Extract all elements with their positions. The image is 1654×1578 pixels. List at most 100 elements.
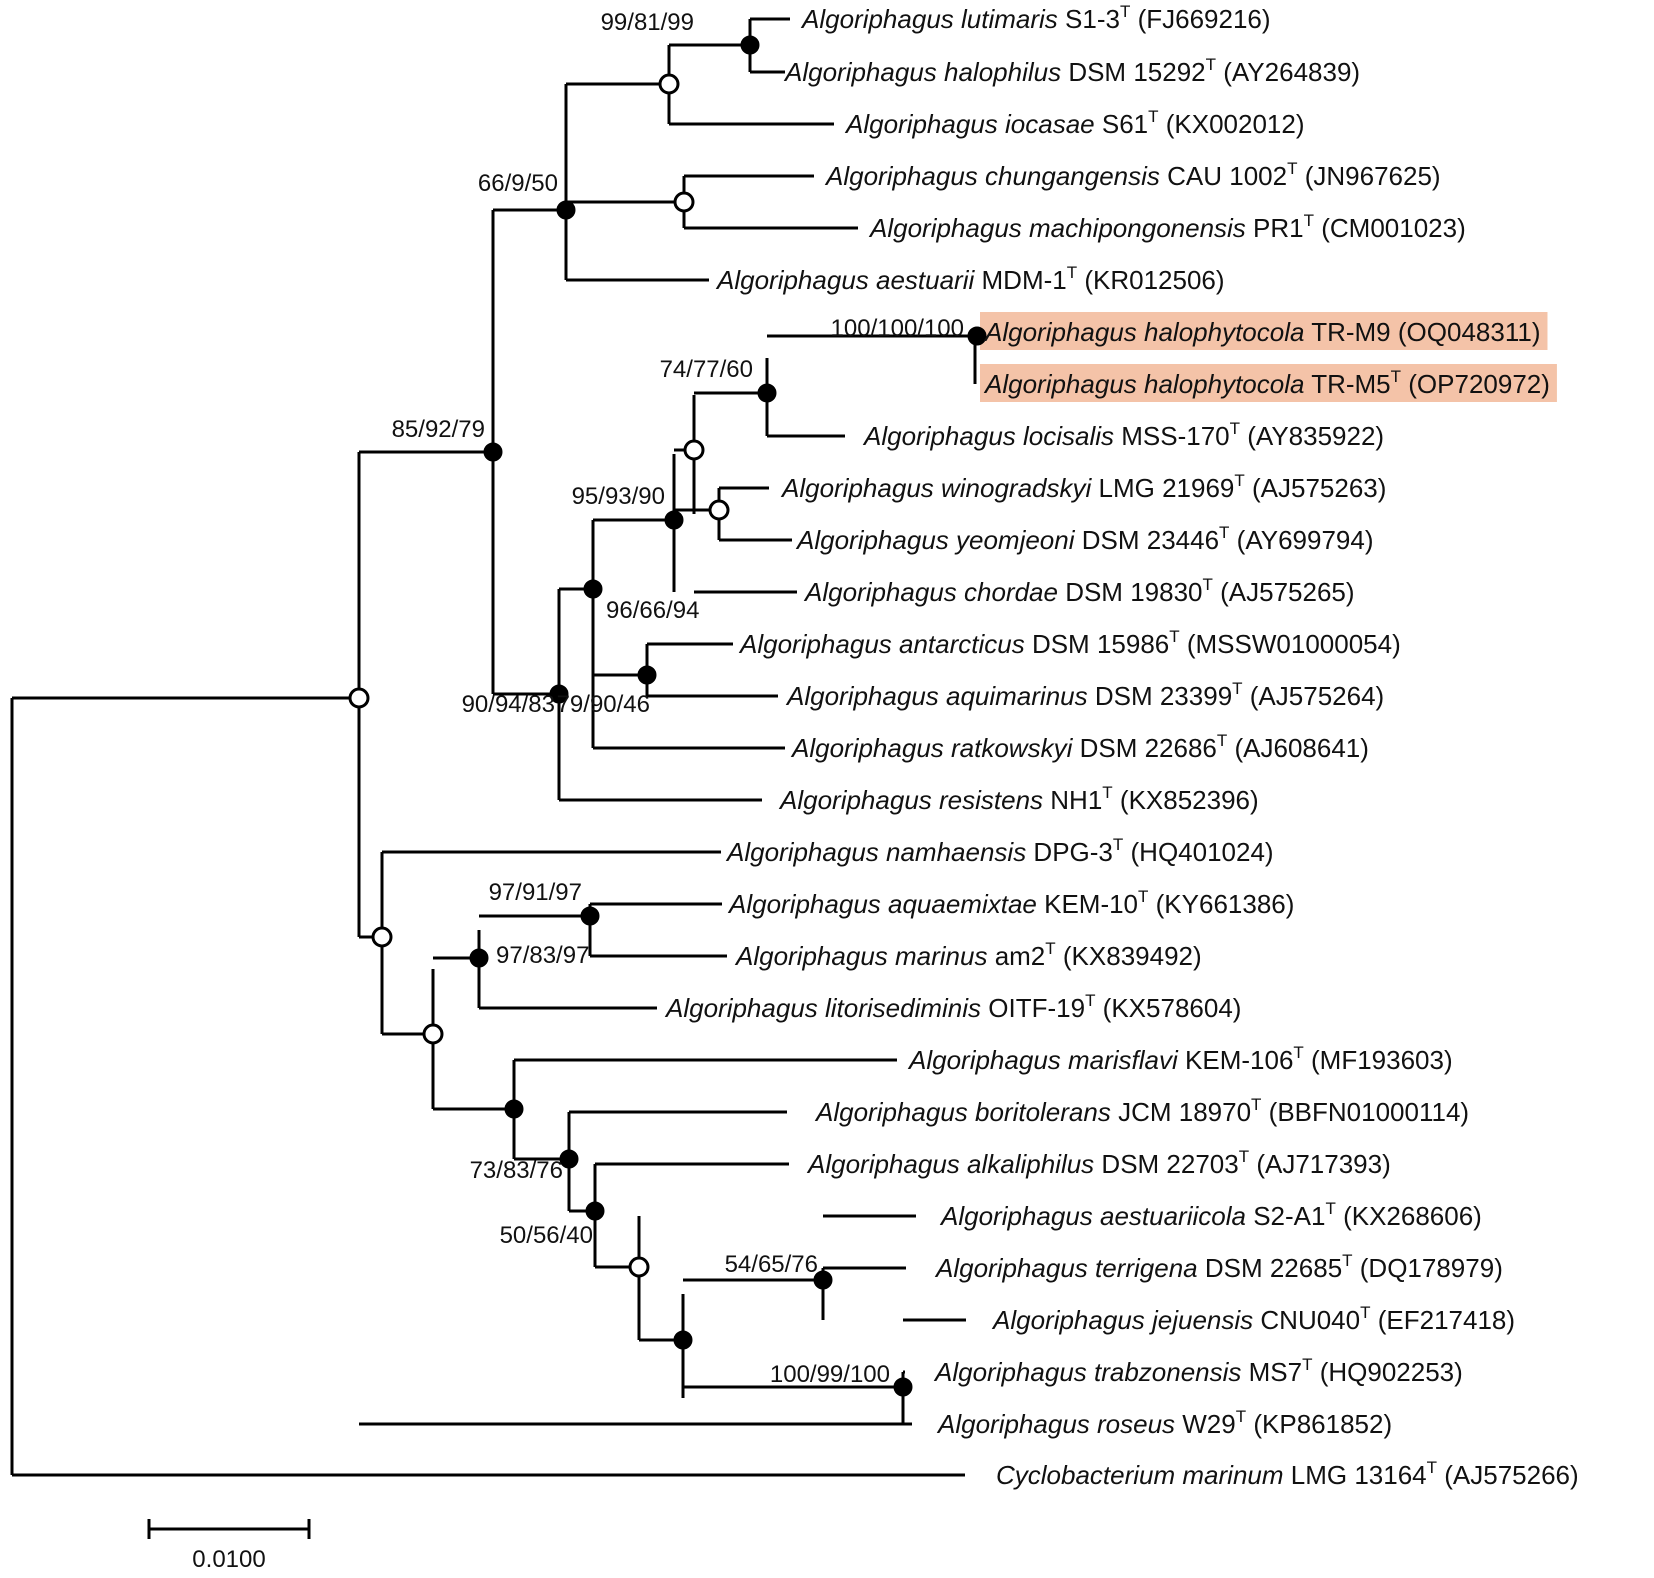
type-strain-mark: T (1304, 211, 1314, 230)
taxon-accession: (KX839492) (1056, 941, 1202, 971)
taxon-label: Algoriphagus winogradskyi LMG 21969T (AJ… (780, 471, 1386, 503)
type-strain-mark: T (1251, 1095, 1261, 1114)
taxon-binomial: Algoriphagus machipongonensis (868, 213, 1246, 243)
taxon-strain: TR-M5 (1304, 369, 1390, 399)
type-strain-mark: T (1287, 159, 1297, 178)
support-value: 54/65/76 (725, 1251, 818, 1278)
taxon-strain: S1-3 (1058, 4, 1120, 34)
taxon-strain: am2 (987, 941, 1045, 971)
type-strain-mark: T (1391, 367, 1401, 386)
type-strain-mark: T (1325, 1199, 1335, 1218)
taxon-binomial: Algoriphagus halophytocola (983, 317, 1304, 347)
taxon-label: Algoriphagus halophytocola TR-M9 (OQ0483… (983, 317, 1540, 347)
taxon-accession: (HQ401024) (1123, 837, 1273, 867)
taxon-accession: (KX852396) (1113, 785, 1259, 815)
highlight-layer (980, 312, 1557, 402)
node-open-marker (348, 687, 370, 709)
support-value: 50/56/40 (500, 1222, 593, 1249)
type-strain-mark: T (1206, 55, 1216, 74)
taxon-label: Algoriphagus yeomjeoni DSM 23446T (AY699… (795, 523, 1374, 555)
node-filled-marker (664, 510, 684, 530)
taxon-binomial: Cyclobacterium marinum (996, 1460, 1284, 1490)
support-value: 99/81/99 (601, 9, 694, 36)
taxon-binomial: Algoriphagus iocasae (844, 109, 1095, 139)
taxon-binomial: Algoriphagus namhaensis (725, 837, 1026, 867)
node-filled-marker (483, 442, 503, 462)
taxon-label: Algoriphagus chordae DSM 19830T (AJ57526… (803, 575, 1355, 607)
node-filled-marker (740, 35, 760, 55)
taxon-strain: LMG 13164 (1284, 1460, 1427, 1490)
support-value: 100/100/100 (831, 315, 964, 342)
taxon-strain: S61 (1095, 109, 1149, 139)
scale-bar: 0.0100 (147, 1519, 311, 1573)
taxon-accession: (MSSW01000054) (1180, 629, 1401, 659)
taxon-accession: (JN967625) (1298, 161, 1441, 191)
taxon-accession: (KX578604) (1095, 993, 1241, 1023)
taxon-binomial: Algoriphagus locisalis (862, 421, 1114, 451)
taxon-strain: DSM 23446 (1075, 525, 1220, 555)
leaf-label-layer: Algoriphagus lutimaris S1-3T (FJ669216)A… (664, 2, 1579, 1490)
taxon-strain: DPG-3 (1026, 837, 1113, 867)
node-filled-marker (585, 1201, 605, 1221)
taxon-strain: DSM 22703 (1094, 1149, 1239, 1179)
node-filled-marker (893, 1377, 913, 1397)
taxon-label: Algoriphagus lutimaris S1-3T (FJ669216) (800, 2, 1271, 34)
taxon-accession: (MF193603) (1304, 1045, 1453, 1075)
type-strain-mark: T (1120, 2, 1130, 21)
node-open-marker (371, 926, 393, 948)
taxon-label: Algoriphagus aquimarinus DSM 23399T (AJ5… (785, 679, 1384, 711)
taxon-label: Algoriphagus namhaensis DPG-3T (HQ401024… (725, 835, 1274, 867)
taxon-label: Algoriphagus jejuensis CNU040T (EF217418… (991, 1303, 1515, 1335)
taxon-binomial: Algoriphagus alkaliphilus (806, 1149, 1094, 1179)
taxon-accession: (DQ178979) (1353, 1253, 1503, 1283)
taxon-label: Algoriphagus iocasae S61T (KX002012) (844, 107, 1305, 139)
taxon-accession: (AY835922) (1240, 421, 1384, 451)
taxon-label: Algoriphagus aquaemixtae KEM-10T (KY6613… (727, 887, 1294, 919)
taxon-binomial: Algoriphagus roseus (936, 1409, 1175, 1439)
taxon-binomial: Algoriphagus yeomjeoni (795, 525, 1076, 555)
taxon-binomial: Algoriphagus terrigena (934, 1253, 1198, 1283)
taxon-accession: (FJ669216) (1130, 4, 1270, 34)
taxon-binomial: Algoriphagus chungangensis (824, 161, 1160, 191)
taxon-binomial: Algoriphagus aestuariicola (939, 1201, 1246, 1231)
taxon-label: Algoriphagus boritolerans JCM 18970T (BB… (814, 1095, 1469, 1127)
support-value: 100/99/100 (770, 1361, 890, 1388)
node-open-marker (683, 439, 705, 461)
taxon-binomial: Algoriphagus ratkowskyi (790, 733, 1074, 763)
support-value: 95/93/90 (572, 483, 665, 510)
taxon-binomial: Algoriphagus halophytocola (983, 369, 1304, 399)
taxon-accession: (KX268606) (1336, 1201, 1482, 1231)
taxon-strain: DSM 19830 (1058, 577, 1203, 607)
taxon-strain: MSS-170 (1114, 421, 1230, 451)
node-filled-marker (556, 200, 576, 220)
taxon-accession: (KR012506) (1077, 265, 1224, 295)
node-open-marker (673, 191, 695, 213)
support-value: 79/90/46 (557, 691, 650, 718)
taxon-label: Algoriphagus aestuarii MDM-1T (KR012506) (715, 263, 1225, 295)
taxon-strain: PR1 (1246, 213, 1304, 243)
taxon-binomial: Algoriphagus aestuarii (715, 265, 975, 295)
node-open-marker (422, 1023, 444, 1045)
taxon-accession: (KX002012) (1159, 109, 1305, 139)
node-filled-marker (580, 906, 600, 926)
taxon-accession: (AJ575264) (1243, 681, 1385, 711)
taxon-label: Algoriphagus halophilus DSM 15292T (AY26… (783, 55, 1360, 87)
type-strain-mark: T (1230, 419, 1240, 438)
taxon-accession: (AJ608641) (1227, 733, 1369, 763)
taxon-label: Algoriphagus ratkowskyi DSM 22686T (AJ60… (790, 731, 1369, 763)
taxon-accession: (EF217418) (1371, 1305, 1516, 1335)
taxon-label: Algoriphagus resistens NH1T (KX852396) (778, 783, 1259, 815)
taxon-binomial: Algoriphagus lutimaris (800, 4, 1058, 34)
support-value: 97/91/97 (489, 879, 582, 906)
taxon-binomial: Algoriphagus marisflavi (907, 1045, 1179, 1075)
taxon-strain: KEM-106 (1178, 1045, 1294, 1075)
type-strain-mark: T (1113, 835, 1123, 854)
node-filled-marker (757, 383, 777, 403)
support-value: 97/83/97 (496, 942, 589, 969)
taxon-strain: JCM 18970 (1111, 1097, 1251, 1127)
node-filled-marker (583, 579, 603, 599)
taxon-label: Algoriphagus machipongonensis PR1T (CM00… (868, 211, 1466, 243)
node-open-marker (628, 1256, 650, 1278)
taxon-accession: (OP720972) (1401, 369, 1550, 399)
taxon-accession: (OQ048311) (1391, 317, 1541, 347)
